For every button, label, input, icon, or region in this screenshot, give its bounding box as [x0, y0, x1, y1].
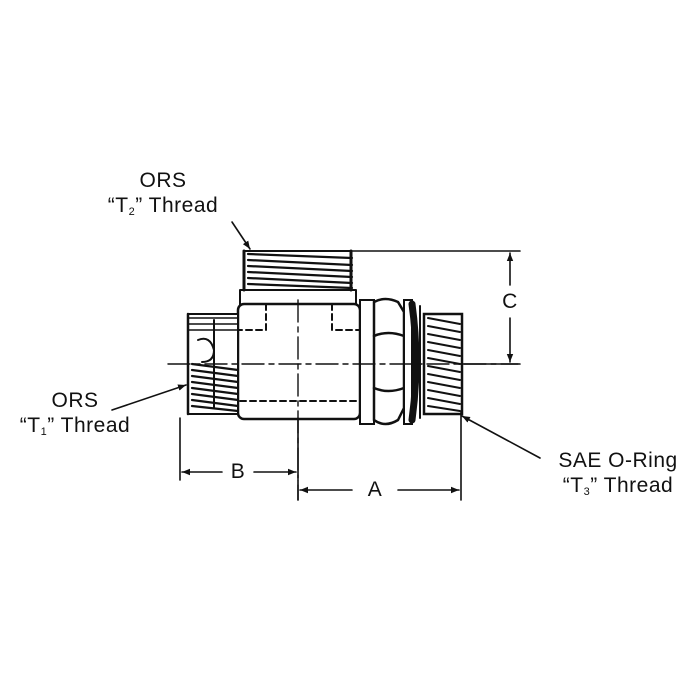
hex-nut: [359, 297, 406, 426]
dimension-c-label: C: [502, 290, 518, 313]
t2-callout-label: ORS “T2” Thread: [78, 168, 248, 225]
tee-body: [236, 302, 362, 421]
dimension-b: [179, 417, 299, 481]
t3-callout-label: SAE O-Ring “T3” Thread: [538, 448, 698, 505]
t1-callout-label: ORS “T1” Thread: [0, 388, 150, 445]
leader-lines: [111, 221, 541, 459]
dimension-b-label: B: [230, 460, 246, 483]
t1-subscript: 1: [40, 426, 48, 438]
t1-type-text: ORS: [51, 389, 99, 412]
t3-thread-text: “T3” Thread: [538, 473, 698, 505]
t3-subscript: 3: [583, 486, 591, 498]
dimension-a: [297, 411, 462, 501]
o-ring: [403, 299, 421, 425]
t2-thread-text: “T2” Thread: [78, 193, 248, 225]
top-threaded-branch: [239, 249, 357, 306]
t2-subscript: 2: [128, 206, 136, 218]
t2-open-quote: “T: [107, 194, 129, 217]
t3-type-text: SAE O-Ring: [558, 449, 678, 472]
dimension-c: [351, 250, 521, 365]
t1-thread-text: “T1” Thread: [0, 413, 150, 445]
t3-open-quote: “T: [562, 474, 584, 497]
t2-close-text: ” Thread: [135, 194, 219, 217]
dimension-a-label: A: [367, 478, 383, 501]
t1-close-text: ” Thread: [47, 414, 131, 437]
t3-close-text: ” Thread: [590, 474, 674, 497]
t2-type-text: ORS: [139, 169, 187, 192]
t1-open-quote: “T: [19, 414, 41, 437]
